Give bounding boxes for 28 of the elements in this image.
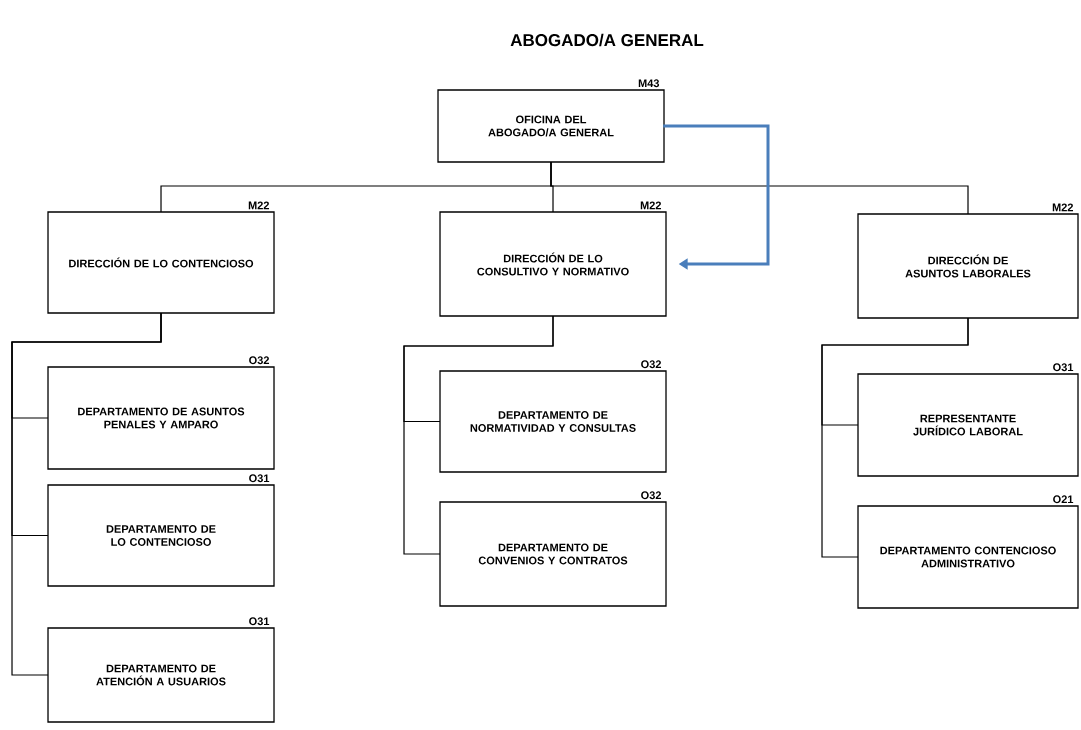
connector-line: [403, 316, 554, 555]
position-code: M43: [638, 79, 660, 88]
org-box: DEPARTAMENTO DE NORMATIVIDAD Y CONSULTAS: [439, 370, 667, 473]
org-box: DIRECCIÓN DE LO CONTENCIOSO: [47, 211, 275, 314]
position-code: O32: [641, 360, 661, 369]
org-box: DEPARTAMENTO DE CONVENIOS Y CONTRATOS: [439, 501, 667, 607]
connector-line: [11, 313, 162, 676]
position-code: M22: [248, 201, 269, 210]
org-box: DEPARTAMENTO CONTENCIOSO ADMINISTRATIVO: [857, 505, 1079, 609]
org-box: OFICINA DEL ABOGADO/A GENERAL: [437, 89, 665, 163]
connector-line: [550, 162, 969, 214]
org-box: DEPARTAMENTO DE ASUNTOS PENALES Y AMPARO: [47, 366, 275, 470]
position-code: O32: [641, 491, 661, 500]
org-box: DIRECCIÓN DE LO CONSULTIVO Y NORMATIVO: [439, 211, 667, 317]
org-box: DEPARTAMENTO DE ATENCIÓN A USUARIOS: [47, 627, 275, 723]
connector-line: [821, 318, 969, 558]
arrow: [663, 124, 770, 270]
position-code: M22: [640, 201, 661, 210]
position-code: O31: [1053, 363, 1074, 372]
position-code: O31: [249, 474, 270, 483]
position-code: O31: [249, 617, 270, 626]
org-box: DEPARTAMENTO DE LO CONTENCIOSO: [47, 484, 275, 587]
title: ABOGADO/A GENERAL: [510, 33, 704, 47]
org-box: REPRESENTANTE JURÍDICO LABORAL: [857, 373, 1079, 477]
position-code: O32: [249, 356, 269, 365]
position-code: O21: [1053, 495, 1074, 504]
org-box: DIRECCIÓN DE ASUNTOS LABORALES: [857, 213, 1079, 319]
position-code: M22: [1052, 203, 1073, 212]
